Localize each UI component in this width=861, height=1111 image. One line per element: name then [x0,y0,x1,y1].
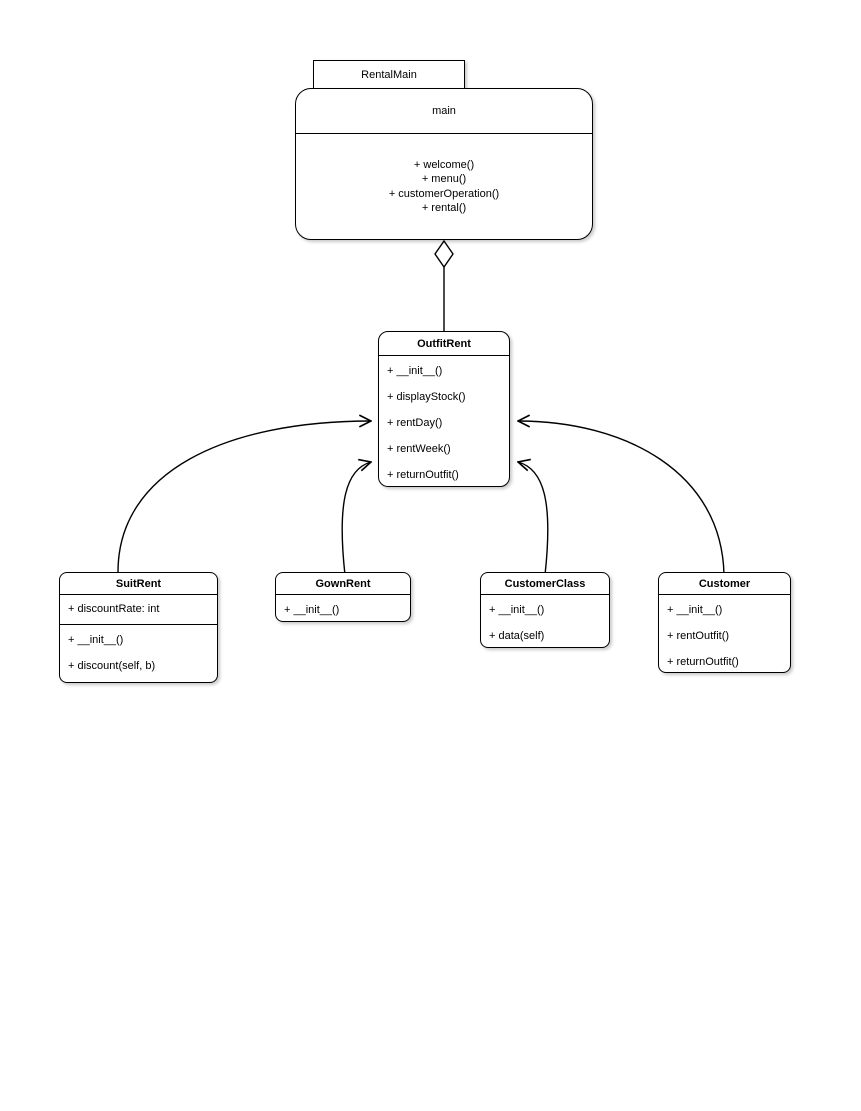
method-item: + __init__() [284,604,340,616]
method-item: + data(self) [489,630,545,642]
arrow-suitrent-to-outfitrent[interactable] [117,421,371,573]
method-item: + menu() [421,173,467,185]
class-methods-main: + welcome() + menu() + customerOperation… [296,134,592,239]
aggregation-diamond-icon[interactable] [434,239,454,269]
class-title-gownrent: GownRent [276,573,410,595]
arrow-gownrent-to-outfitrent[interactable] [341,462,371,576]
class-box-customerclass[interactable]: CustomerClass + __init__() + data(self) [480,572,610,648]
class-methods-outfitrent: + __init__() + displayStock() + rentDay(… [379,356,509,490]
method-item: + __init__() [489,604,545,616]
class-box-gownrent[interactable]: GownRent + __init__() [275,572,411,622]
class-box-main[interactable]: main + welcome() + menu() + customerOper… [295,88,593,240]
class-methods-customer: + __init__() + rentOutfit() + returnOutf… [659,595,790,677]
method-item: + __init__() [68,634,124,646]
method-item: + displayStock() [387,391,466,403]
package-tab-label: RentalMain [361,68,417,81]
arrow-customerclass-to-outfitrent[interactable] [518,462,549,576]
class-box-customer[interactable]: Customer + __init__() + rentOutfit() + r… [658,572,791,673]
class-box-outfitrent[interactable]: OutfitRent + __init__() + displayStock()… [378,331,510,487]
class-methods-suitrent: + __init__() + discount(self, b) [60,625,217,681]
method-item: + returnOutfit() [387,469,459,481]
method-item: + discount(self, b) [68,660,156,672]
method-item: + customerOperation() [388,187,500,200]
method-item: + rentOutfit() [667,630,730,642]
arrow-customer-to-outfitrent[interactable] [518,421,725,576]
class-title-main: main [296,89,592,134]
attribute-item: + discountRate: int [68,603,160,615]
package-tab-rentalmain[interactable]: RentalMain [313,60,465,89]
method-item: + welcome() [413,158,475,171]
method-item: + __init__() [667,604,723,616]
class-methods-gownrent: + __init__() [276,595,410,625]
class-box-suitrent[interactable]: SuitRent + discountRate: int + __init__(… [59,572,218,683]
method-item: + rental() [421,202,467,214]
class-title-customerclass: CustomerClass [481,573,609,595]
class-title-customer: Customer [659,573,790,595]
method-item: + rentWeek() [387,443,451,455]
class-attributes-suitrent: + discountRate: int [60,595,217,625]
method-item: + returnOutfit() [667,656,739,668]
method-item: + __init__() [387,365,443,377]
class-methods-customerclass: + __init__() + data(self) [481,595,609,651]
class-title-outfitrent: OutfitRent [379,332,509,356]
class-title-suitrent: SuitRent [60,573,217,595]
method-item: + rentDay() [387,417,443,429]
